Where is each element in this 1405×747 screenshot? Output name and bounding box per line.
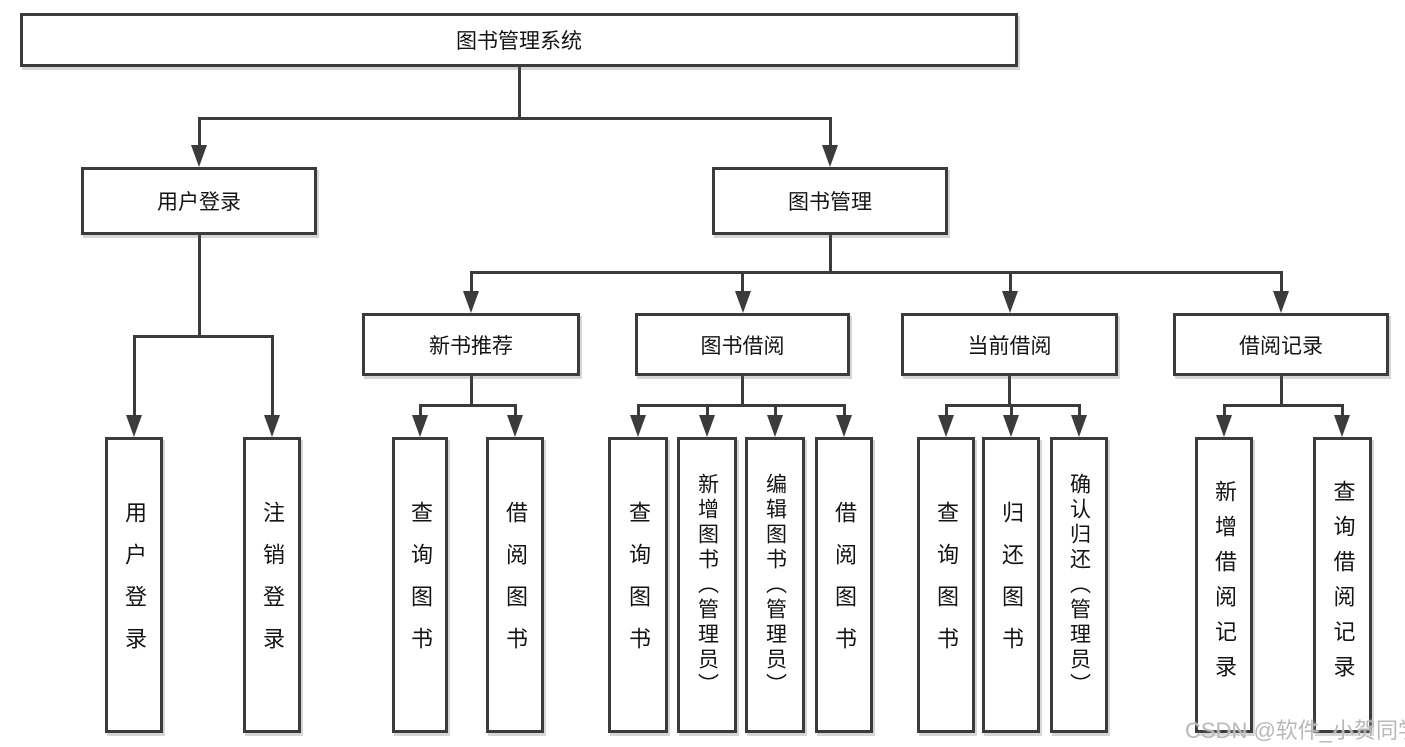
node-label: 新书推荐: [429, 334, 513, 358]
watermark: CSDN @软件_小贺同学: [1185, 718, 1405, 743]
connector-hline: [944, 404, 1081, 407]
arrow-down-icon: [822, 145, 838, 167]
arrow-down-icon: [836, 415, 852, 437]
node-label: 图书管理系统: [456, 30, 582, 53]
leaf-label: 查询借阅记录: [1330, 480, 1356, 690]
arrow-down-icon: [1002, 291, 1018, 313]
connector-hline: [636, 404, 846, 407]
connector-vline: [418, 404, 422, 418]
leaf-label: 确认归还（管理员）: [1067, 472, 1091, 698]
connector-vline: [517, 66, 521, 120]
leaf-add-borrow-record: 新增借阅记录: [1195, 437, 1253, 733]
leaf-label: 查询图书: [408, 501, 433, 669]
node-current-borrowing: 当前借阅: [901, 313, 1118, 376]
connector-vline: [842, 404, 846, 418]
connector-vline: [1279, 271, 1283, 295]
leaf-query-books: 查询图书: [392, 437, 448, 733]
leaf-label: 注销登录: [260, 501, 285, 669]
node-book-management: 图书管理: [712, 167, 948, 235]
leaf-label: 用户登录: [122, 501, 147, 669]
leaf-label: 借阅图书: [832, 501, 857, 669]
connector-vline: [741, 271, 744, 295]
connector-vline: [705, 404, 709, 418]
connector-vline: [1077, 404, 1081, 418]
connector-vline: [270, 335, 274, 419]
connector-vline: [197, 235, 201, 335]
node-label: 当前借阅: [967, 334, 1052, 358]
arrow-down-icon: [1071, 415, 1087, 437]
leaf-logout: 注销登录: [243, 437, 301, 733]
connector-vline: [197, 117, 201, 145]
connector-vline: [513, 404, 517, 418]
connector-vline: [1340, 404, 1344, 418]
node-borrow-records: 借阅记录: [1173, 313, 1389, 376]
node-label: 用户登录: [157, 191, 241, 214]
connector-vline: [828, 117, 832, 145]
node-label: 图书借阅: [700, 334, 785, 358]
leaf-user-login: 用户登录: [105, 437, 163, 733]
leaf-query-books: 查询图书: [917, 437, 975, 733]
arrow-down-icon: [767, 415, 783, 437]
leaf-borrow-books: 借阅图书: [815, 437, 873, 733]
leaf-label: 编辑图书（管理员）: [763, 472, 787, 698]
connector-vline: [636, 404, 640, 418]
arrow-down-icon: [699, 415, 715, 437]
connector-vline: [1008, 271, 1012, 295]
node-user-login: 用户登录: [81, 167, 317, 235]
node-library-system: 图书管理系统: [20, 13, 1018, 67]
arrow-down-icon: [1216, 415, 1232, 437]
arrow-down-icon: [1273, 291, 1289, 313]
leaf-return-books: 归还图书: [982, 437, 1040, 733]
arrow-down-icon: [126, 415, 142, 437]
leaf-label: 查询图书: [934, 501, 959, 669]
connector-hline: [132, 335, 274, 338]
leaf-label: 查询图书: [626, 501, 651, 669]
leaf-label: 新增图书（管理员）: [695, 472, 719, 698]
connector-vline: [469, 271, 473, 295]
arrow-down-icon: [630, 415, 646, 437]
node-label: 借阅记录: [1239, 334, 1323, 358]
arrow-down-icon: [191, 145, 207, 167]
connector-vline: [469, 376, 473, 407]
leaf-edit-books-admin: 编辑图书（管理员）: [745, 437, 805, 733]
leaf-label: 借阅图书: [503, 501, 528, 669]
connector-hline: [1222, 404, 1344, 407]
arrow-down-icon: [1334, 415, 1350, 437]
leaf-confirm-return-admin: 确认归还（管理员）: [1050, 437, 1108, 733]
connector-vline: [741, 376, 744, 407]
leaf-label: 新增借阅记录: [1212, 480, 1237, 690]
connector-vline: [1008, 376, 1011, 407]
leaf-query-borrow-record: 查询借阅记录: [1313, 437, 1372, 733]
arrow-down-icon: [734, 291, 751, 313]
connector-hline: [418, 404, 517, 407]
connector-vline: [1009, 404, 1013, 418]
connector-hline: [471, 271, 1283, 274]
connector-vline: [944, 404, 948, 418]
arrow-down-icon: [264, 415, 280, 437]
arrow-down-icon: [412, 415, 428, 437]
connector-hline: [197, 117, 832, 120]
node-label: 图书管理: [788, 191, 872, 214]
connector-vline: [1222, 404, 1226, 418]
node-new-book-recommend: 新书推荐: [362, 313, 580, 376]
leaf-label: 归还图书: [999, 501, 1024, 669]
arrow-down-icon: [1003, 415, 1019, 437]
connector-vline: [773, 404, 777, 418]
leaf-borrow-books: 借阅图书: [486, 437, 544, 733]
connector-vline: [1279, 376, 1283, 407]
arrow-down-icon: [507, 415, 523, 437]
node-book-borrowing: 图书借阅: [635, 313, 850, 376]
connector-vline: [132, 335, 136, 419]
leaf-add-books-admin: 新增图书（管理员）: [677, 437, 737, 733]
arrow-down-icon: [938, 415, 954, 437]
arrow-down-icon: [463, 291, 479, 313]
connector-vline: [828, 235, 832, 274]
leaf-query-books: 查询图书: [608, 437, 668, 733]
